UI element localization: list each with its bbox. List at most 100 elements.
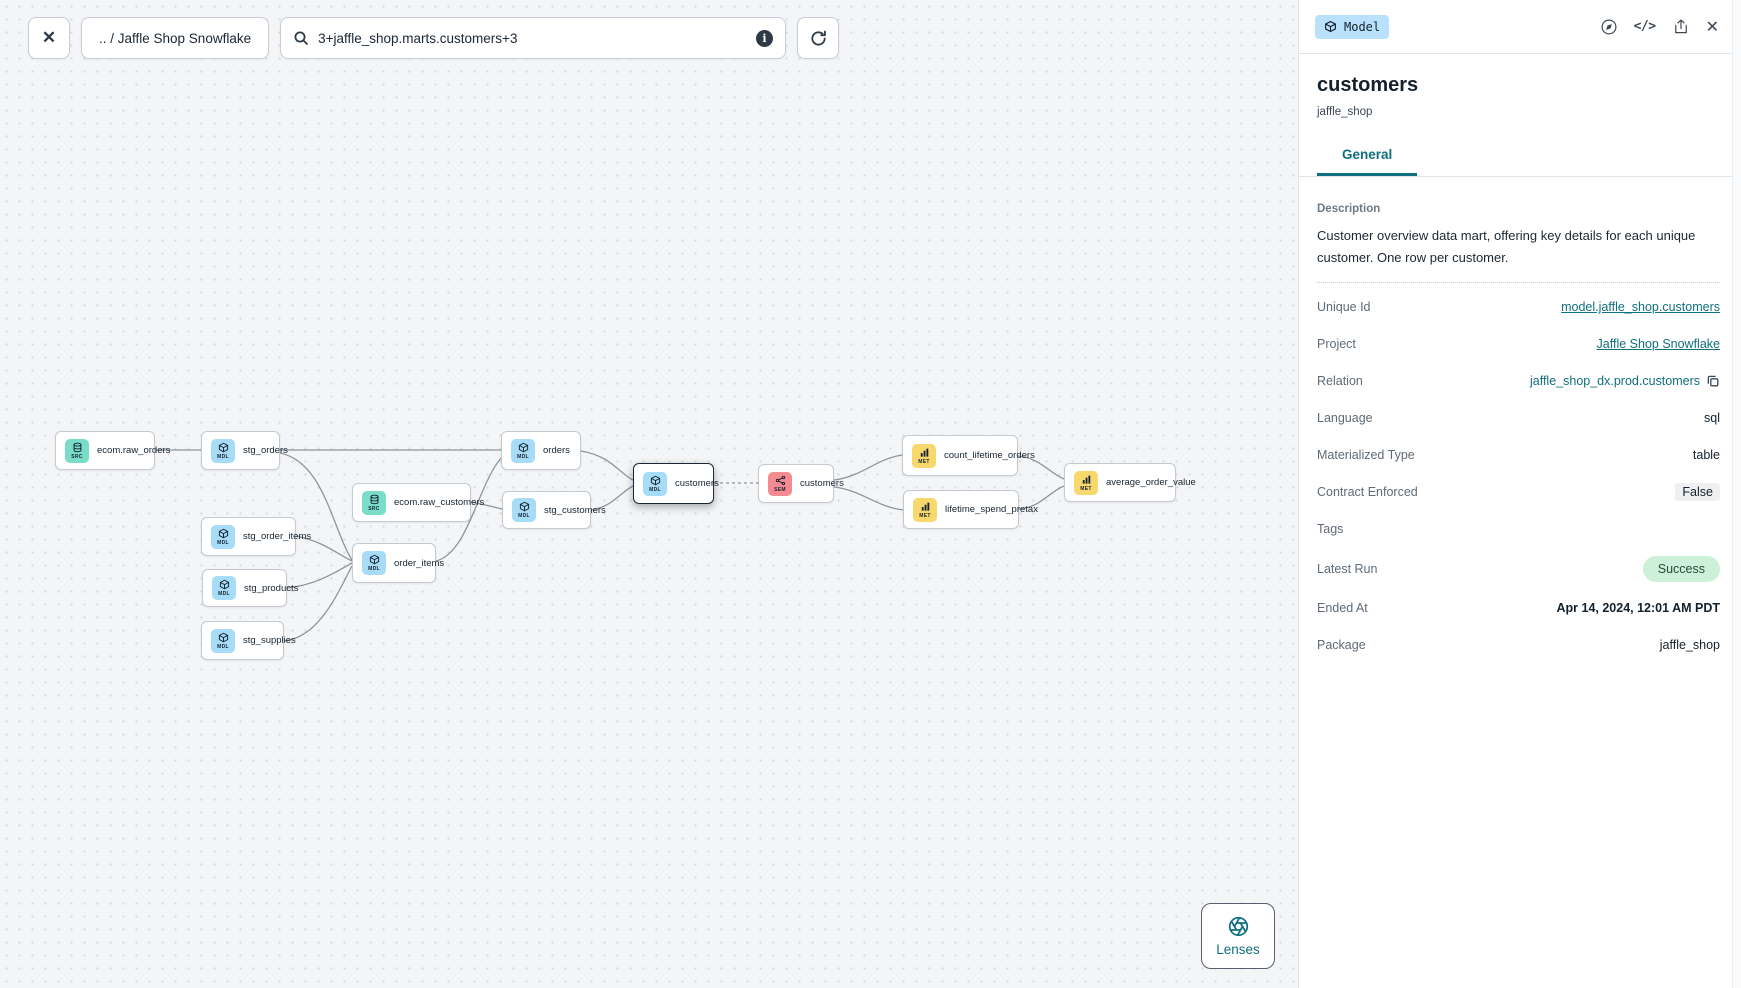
field-row-package: Package jaffle_shop [1317, 627, 1720, 664]
graph-node-stg_order_items[interactable]: MDL stg_order_items [201, 517, 311, 556]
panel-close-icon[interactable]: ✕ [1705, 18, 1719, 36]
panel-title-block: customers jaffle_shop [1299, 54, 1741, 118]
field-label: Materialized Type [1317, 448, 1415, 463]
info-icon[interactable]: i [756, 29, 773, 47]
metric-icon: MET [1074, 470, 1098, 495]
details-panel: Model </> ✕ customers jaffle_shop Genera… [1298, 0, 1741, 988]
node-label: orders [543, 445, 570, 456]
panel-header: Model </> ✕ [1299, 0, 1741, 54]
graph-node-stg_customers[interactable]: MDL stg_customers [502, 491, 606, 529]
graph-node-stg_products[interactable]: MDL stg_products [202, 569, 298, 607]
description-label: Description [1317, 203, 1381, 215]
field-label: Ended At [1317, 601, 1368, 616]
graph-node-orders[interactable]: MDL orders [501, 431, 581, 470]
graph-node-ecom-raw_customers[interactable]: SRC ecom.raw_customers [352, 483, 484, 522]
graph-node-lifetime_spend_pretax[interactable]: MET lifetime_spend_pretax [903, 490, 1038, 529]
model-icon: MDL [643, 471, 667, 496]
field-row-latest-run: Latest Run Success [1317, 548, 1720, 590]
node-label: stg_orders [243, 445, 288, 456]
graph-node-order_items[interactable]: MDL order_items [352, 543, 444, 583]
code-icon[interactable]: </> [1633, 19, 1656, 34]
edge-customers-semantic-to-lifetime_spend_pretax [833, 486, 904, 511]
package-value: jaffle_shop [1659, 638, 1720, 653]
copy-icon[interactable] [1706, 374, 1720, 388]
node-label: ecom.raw_customers [394, 497, 485, 508]
ended-at-value: Apr 14, 2024, 12:01 AM PDT [1556, 601, 1721, 616]
explore-compass-icon[interactable] [1600, 18, 1618, 36]
field-row-tags: Tags [1317, 511, 1720, 548]
lenses-aperture-icon [1228, 916, 1248, 936]
field-label: Language [1317, 411, 1373, 426]
edge-orders-to-customers [580, 450, 634, 481]
language-value: sql [1704, 411, 1720, 426]
graph-node-count_lifetime_orders[interactable]: MET count_lifetime_orders [902, 435, 1035, 476]
lineage-topbar: ✕ .. / Jaffle Shop Snowflake i [28, 17, 839, 59]
model-icon: MDL [511, 438, 535, 463]
cube-icon [1325, 20, 1336, 33]
metric-icon: MET [912, 443, 936, 468]
panel-scrollbar[interactable] [1732, 0, 1741, 988]
field-label: Tags [1317, 522, 1344, 537]
panel-content: Description Customer overview data mart,… [1299, 177, 1741, 664]
breadcrumb[interactable]: .. / Jaffle Shop Snowflake [81, 17, 270, 59]
page-title: customers [1317, 74, 1419, 96]
node-label: stg_products [244, 582, 299, 594]
node-label: count_lifetime_orders [944, 450, 1035, 461]
relation-value: jaffle_shop_dx.prod.customers [1529, 374, 1700, 389]
lineage-canvas[interactable]: SRC ecom.raw_orders MDL stg_orders SRC e… [0, 0, 1298, 988]
graph-node-customers[interactable]: MDL customers [633, 463, 719, 504]
tab-general[interactable]: General [1317, 138, 1418, 176]
package-subtitle: jaffle_shop [1317, 106, 1373, 118]
materialized-type-value: table [1692, 448, 1720, 463]
graph-node-stg_orders[interactable]: MDL stg_orders [201, 431, 288, 470]
graph-node-average_order_value[interactable]: MET average_order_value [1064, 463, 1196, 502]
node-label: stg_order_items [243, 531, 312, 542]
lenses-label: Lenses [1216, 941, 1260, 957]
refresh-icon [810, 30, 826, 46]
model-icon: MDL [212, 576, 236, 600]
model-icon: MDL [512, 498, 536, 522]
panel-header-actions: </> ✕ [1600, 17, 1719, 37]
model-icon: MDL [362, 551, 386, 575]
edge-stg_supplies-to-order_items [283, 565, 353, 642]
node-label: average_order_value [1106, 477, 1196, 488]
field-label: Relation [1317, 374, 1363, 389]
graph-node-ecom-raw_orders[interactable]: SRC ecom.raw_orders [55, 431, 170, 470]
close-lineage-button[interactable]: ✕ [28, 17, 70, 59]
contract-enforced-badge: False [1675, 483, 1720, 502]
semantic-icon: SEM [768, 471, 792, 496]
node-label: stg_customers [544, 504, 606, 516]
divider [1317, 281, 1720, 283]
node-label: customers [675, 478, 719, 489]
lenses-button[interactable]: Lenses [1201, 903, 1275, 969]
description-text: Customer overview data mart, offering ke… [1317, 228, 1696, 265]
edge-customers-semantic-to-count_lifetime_orders [833, 454, 903, 481]
model-icon: MDL [211, 628, 235, 653]
graph-node-stg_supplies[interactable]: MDL stg_supplies [201, 621, 296, 660]
field-label: Latest Run [1317, 561, 1378, 576]
node-label: stg_supplies [243, 635, 296, 646]
metric-icon: MET [913, 497, 937, 522]
field-row-relation: Relation jaffle_shop_dx.prod.customers [1317, 363, 1720, 400]
field-label: Package [1317, 638, 1366, 653]
search-input[interactable] [318, 30, 747, 46]
field-row-language: Language sql [1317, 400, 1720, 437]
field-row-contract-enforced: Contract Enforced False [1317, 474, 1720, 511]
graph-node-customers-semantic[interactable]: SEM customers [758, 464, 844, 503]
status-badge: Success [1642, 555, 1720, 582]
field-label: Unique Id [1317, 300, 1371, 315]
model-icon: MDL [211, 524, 235, 549]
field-row-ended-at: Ended At Apr 14, 2024, 12:01 AM PDT [1317, 590, 1720, 627]
field-row-project: Project Jaffle Shop Snowflake [1317, 326, 1720, 363]
model-type-badge: Model [1315, 14, 1390, 39]
field-label: Contract Enforced [1317, 485, 1418, 500]
project-link[interactable]: Jaffle Shop Snowflake [1596, 337, 1720, 352]
node-label: customers [800, 478, 844, 489]
unique-id-link[interactable]: model.jaffle_shop.customers [1561, 300, 1720, 315]
share-icon[interactable] [1672, 18, 1690, 36]
node-label: ecom.raw_orders [97, 445, 171, 456]
refresh-button[interactable] [797, 17, 839, 59]
source-icon: SRC [362, 490, 386, 515]
source-icon: SRC [65, 438, 89, 463]
lineage-search: i [280, 17, 786, 59]
